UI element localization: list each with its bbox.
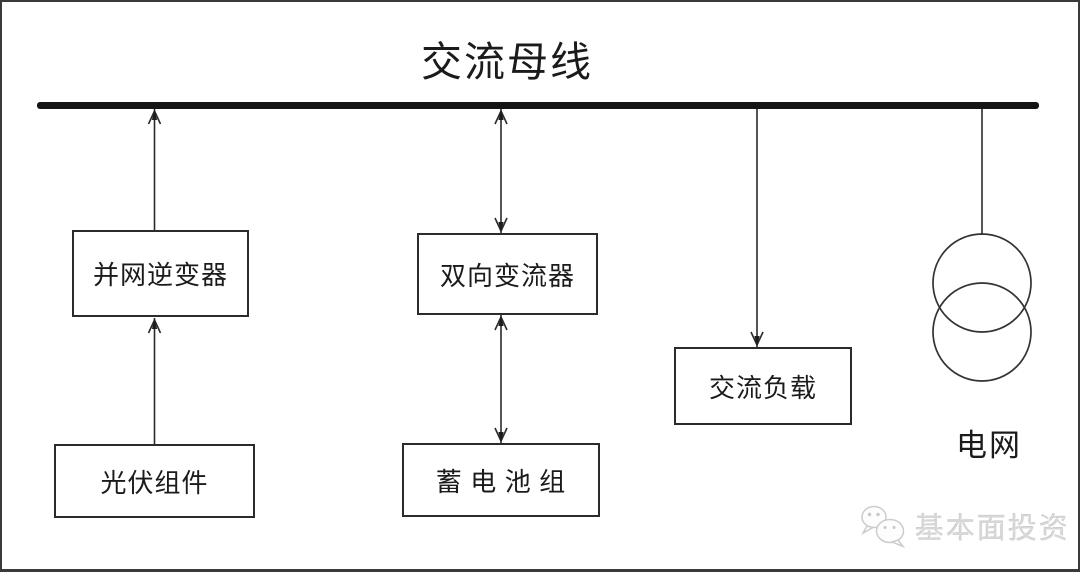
node-bidirectional-converter: 双向变流器 xyxy=(417,233,598,315)
node-ac-load: 交流负载 xyxy=(674,347,852,425)
watermark-text: 基本面投资 xyxy=(915,513,1071,545)
transformer-symbol xyxy=(932,233,1032,382)
node-grid-tie-inverter: 并网逆变器 xyxy=(72,230,249,317)
connector-inverter-to-bus xyxy=(147,109,162,230)
node-battery-pack: 蓄 电 池 组 xyxy=(402,443,600,517)
ac-bus-line xyxy=(37,102,1039,109)
connector-bus-to-load xyxy=(750,109,764,347)
connector-battery-converter-bidirectional xyxy=(494,315,508,443)
node-pv-modules: 光伏组件 xyxy=(54,444,255,518)
connector-converter-bus-bidirectional xyxy=(494,109,508,233)
watermark: 基本面投资 xyxy=(860,504,1070,548)
diagram-title: 交流母线 xyxy=(421,39,593,85)
wechat-icon xyxy=(861,505,906,548)
connector-pv-to-inverter xyxy=(147,318,162,444)
grid-label: 电网 xyxy=(956,428,1022,463)
